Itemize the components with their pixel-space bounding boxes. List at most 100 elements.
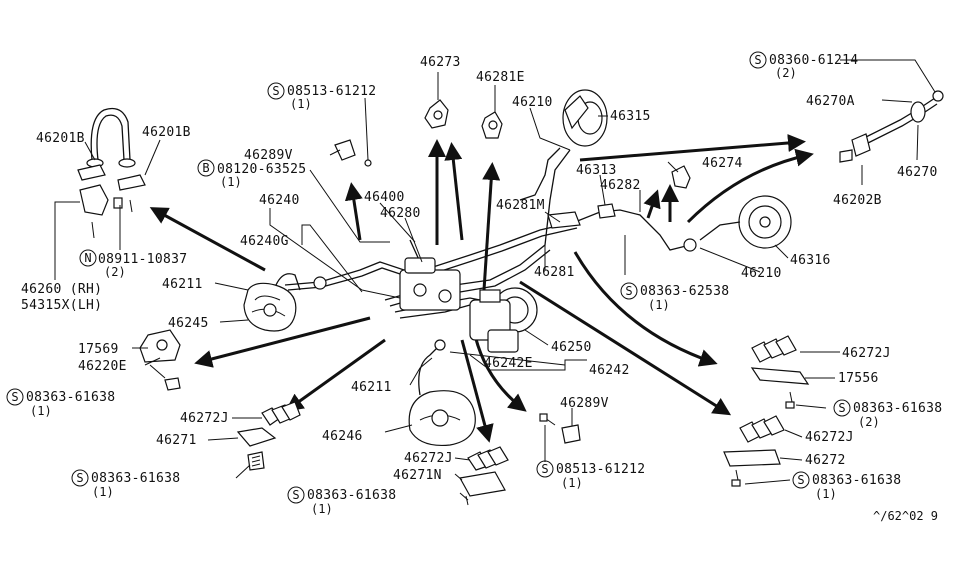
label-46281m: 46281M — [496, 198, 545, 213]
label-46210-upper: 46210 — [512, 95, 553, 110]
label-08363-e-qty: (2) — [858, 415, 880, 429]
label-46313: 46313 — [576, 163, 617, 178]
label-46274: 46274 — [702, 156, 743, 171]
label-46211-lower: 46211 — [351, 380, 392, 395]
label-46272: 46272 — [805, 453, 846, 468]
label-08360-qty: (2) — [775, 66, 797, 80]
label-46210-lower: 46210 — [741, 266, 782, 281]
clip-46281e — [481, 111, 503, 139]
label-46282: 46282 — [600, 178, 641, 193]
rear-hose-46270 — [839, 90, 944, 163]
brake-tube-assembly — [284, 147, 691, 353]
label-08513-bottom: 08513-61212 — [556, 462, 645, 477]
svg-text:S: S — [272, 84, 279, 98]
label-46400: 46400 — [364, 190, 405, 205]
caliper-46246 — [408, 339, 476, 447]
label-08120-qty: (1) — [220, 175, 242, 189]
front-hose-left — [77, 107, 146, 239]
marker-s-08363-f: S — [792, 471, 810, 489]
label-08363-c: 08363-62538 — [640, 284, 729, 299]
bracket-46289v-top — [334, 139, 372, 167]
clip-46274 — [671, 165, 691, 189]
direction-arrows — [149, 134, 814, 443]
marker-n-08911: N — [79, 249, 97, 267]
label-46289v-top: 46289V — [244, 148, 293, 163]
label-54315x: 54315X(LH) — [21, 298, 102, 313]
label-46271: 46271 — [156, 433, 197, 448]
marker-s-08513-top: S — [267, 82, 285, 100]
label-08911: 08911-10837 — [98, 252, 187, 267]
marker-s-08360: S — [749, 51, 767, 69]
label-08363-d-qty: (1) — [311, 502, 333, 516]
svg-text:N: N — [84, 251, 91, 265]
svg-text:S: S — [76, 471, 83, 485]
leader-lines — [54, 59, 936, 501]
label-08363-f-qty: (1) — [815, 487, 837, 501]
label-46280: 46280 — [380, 206, 421, 221]
clip-46273 — [424, 99, 449, 129]
label-46270a: 46270A — [806, 94, 855, 109]
label-17556: 17556 — [838, 371, 879, 386]
label-46242: 46242 — [589, 363, 630, 378]
label-08513-top: 08513-61212 — [287, 84, 376, 99]
label-46272j-right-lower: 46272J — [805, 430, 854, 445]
label-46246: 46246 — [322, 429, 363, 444]
label-46240g: 46240G — [240, 234, 289, 249]
marker-s-08363-e: S — [833, 399, 851, 417]
svg-text:S: S — [797, 473, 804, 487]
label-46315: 46315 — [610, 109, 651, 124]
rear-drum-46316 — [683, 195, 792, 252]
clip-46272j-right-lower — [723, 415, 785, 487]
svg-text:S: S — [11, 390, 18, 404]
caliper-46245 — [243, 273, 327, 332]
label-17569: 17569 — [78, 342, 119, 357]
label-08120: 08120-63525 — [217, 162, 306, 177]
label-08363-b: 08363-61638 — [91, 471, 180, 486]
label-08363-c-qty: (1) — [648, 298, 670, 312]
label-08513-top-qty: (1) — [290, 97, 312, 111]
label-08360: 08360-61214 — [769, 53, 858, 68]
marker-s-08513-bottom: S — [536, 460, 554, 478]
label-08363-e: 08363-61638 — [853, 401, 942, 416]
label-46240: 46240 — [259, 193, 300, 208]
marker-s-08363-d: S — [287, 486, 305, 504]
label-46211-upper: 46211 — [162, 277, 203, 292]
label-46201b-left: 46201B — [36, 131, 85, 146]
label-46202b: 46202B — [833, 193, 882, 208]
svg-text:S: S — [754, 53, 761, 67]
label-08513-bottom-qty: (1) — [561, 476, 583, 490]
label-46272j-center: 46272J — [404, 451, 453, 466]
circle-markers: S B N S S S S S S S S — [6, 51, 851, 504]
label-08911-qty: (2) — [104, 265, 126, 279]
label-46250: 46250 — [551, 340, 592, 355]
label-08363-a: 08363-61638 — [26, 390, 115, 405]
part-labels: 46201B 46201B 08911-10837 (2) 46260 (RH)… — [21, 53, 942, 523]
label-08363-b-qty: (1) — [92, 485, 114, 499]
rear-disc-46315 — [562, 89, 608, 147]
svg-text:S: S — [292, 488, 299, 502]
label-46272j-right-upper: 46272J — [842, 346, 891, 361]
marker-s-08363-b: S — [71, 469, 89, 487]
label-46273: 46273 — [420, 55, 461, 70]
clip-46272j-center — [459, 446, 509, 506]
label-46260: 46260 (RH) — [21, 282, 102, 297]
bracket-17569 — [139, 329, 181, 391]
svg-text:S: S — [541, 462, 548, 476]
marker-s-08363-a: S — [6, 388, 24, 406]
label-46281e: 46281E — [476, 70, 525, 85]
label-46201b-right: 46201B — [142, 125, 191, 140]
label-08363-a-qty: (1) — [30, 404, 52, 418]
marker-b-08120: B — [197, 159, 215, 177]
label-46271n: 46271N — [393, 468, 442, 483]
svg-text:B: B — [202, 161, 209, 175]
label-46242e: 46242E — [484, 356, 533, 371]
label-46220e: 46220E — [78, 359, 127, 374]
label-46270: 46270 — [897, 165, 938, 180]
label-46316: 46316 — [790, 253, 831, 268]
svg-text:S: S — [625, 284, 632, 298]
label-46281: 46281 — [534, 265, 575, 280]
clip-46272j-right-upper — [750, 335, 810, 409]
clip-46272j-left — [236, 401, 301, 471]
